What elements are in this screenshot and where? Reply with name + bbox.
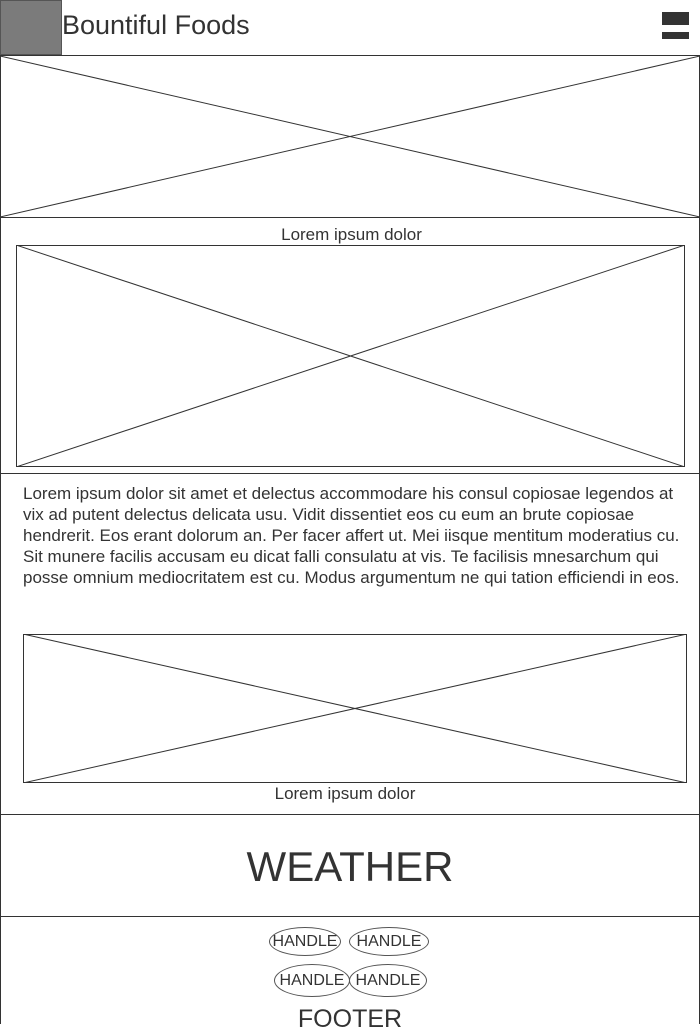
weather-section: WEATHER [0, 815, 700, 916]
image-placeholder-icon [16, 245, 685, 467]
article-section: Lorem ipsum dolor sit amet et delectus a… [0, 474, 700, 814]
logo-placeholder-icon[interactable] [0, 0, 62, 55]
article-divider [0, 814, 700, 815]
feature-caption: Lorem ipsum dolor [281, 225, 422, 244]
feature-divider [0, 473, 700, 474]
article-image [23, 634, 687, 783]
hero-divider [0, 217, 700, 218]
image-placeholder-icon [0, 56, 700, 217]
header-divider [0, 55, 700, 56]
page-border-left [0, 55, 1, 1024]
social-handle-button[interactable]: HANDLE [274, 964, 350, 997]
footer: HANDLE HANDLE HANDLE HANDLE FOOTER [0, 917, 700, 1033]
weather-divider [0, 916, 700, 917]
footer-label: FOOTER [297, 1005, 403, 1033]
hero-image [0, 56, 700, 217]
weather-label: WEATHER [246, 843, 454, 890]
social-handle-button[interactable]: HANDLE [349, 964, 427, 997]
article-body: Lorem ipsum dolor sit amet et delectus a… [23, 484, 680, 587]
hamburger-menu-icon[interactable] [662, 12, 689, 39]
brand-name[interactable]: Bountiful Foods [62, 10, 250, 40]
header: Bountiful Foods [0, 0, 700, 56]
article-caption: Lorem ipsum dolor [274, 784, 416, 803]
social-handle-button[interactable]: HANDLE [349, 927, 429, 956]
social-handle-button[interactable]: HANDLE [269, 927, 341, 956]
feature-image [16, 245, 685, 467]
feature-section: Lorem ipsum dolor [0, 218, 700, 474]
image-placeholder-icon [23, 634, 687, 783]
